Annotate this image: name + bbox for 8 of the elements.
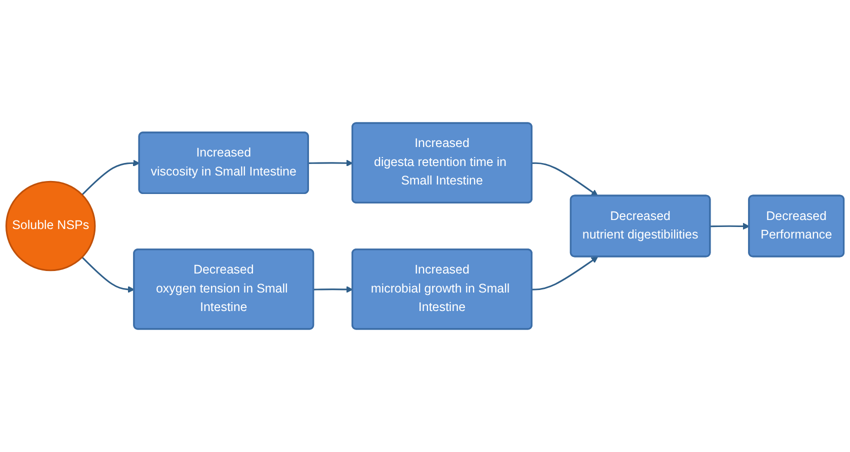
arrow: [710, 222, 750, 230]
arrow: [308, 160, 353, 167]
arrow: [532, 256, 598, 290]
arrow: [314, 286, 353, 293]
arrow: [532, 162, 598, 196]
arrow: [82, 160, 140, 196]
node-circle: Soluble NSPs: [5, 180, 96, 272]
arrow: [82, 256, 135, 293]
